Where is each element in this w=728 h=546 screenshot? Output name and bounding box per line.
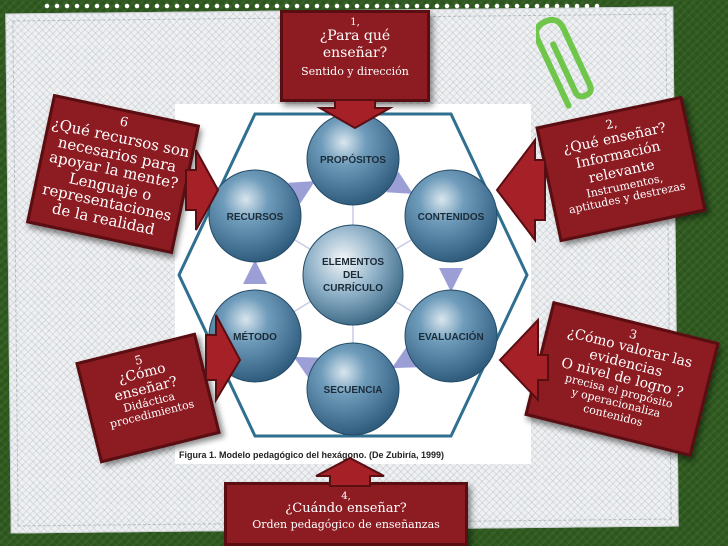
node-label: CONTENIDOS: [418, 212, 485, 223]
node-label: SECUENCIA: [324, 385, 383, 396]
callout-why-teach: 1, ¿Para qué enseñar? Sentido y direcció…: [280, 10, 430, 102]
callout-number: 1,: [350, 17, 360, 28]
callout-subtitle: Orden pedagógico de enseñanzas: [252, 518, 440, 532]
center-node-label: CURRÍCULO: [323, 281, 383, 294]
hexagon-outline: [177, 112, 529, 438]
node-circle: [306, 342, 400, 436]
callout-subtitle: Sentido y dirección: [301, 64, 409, 78]
cycle-arrow: [288, 181, 315, 204]
hexagon-diagram: PROPÓSITOS CONTENIDOS EVALUACIÓN SECUENCIA M…: [177, 112, 529, 438]
hexagon-figure: PROPÓSITOS CONTENIDOS EVALUACIÓN SECUENCIA M…: [175, 104, 531, 464]
figure-caption: Figura 1. Modelo pedagógico del hexágono…: [179, 450, 445, 460]
center-node-circle: [302, 224, 404, 326]
cycle-arrow: [386, 171, 413, 194]
dot-border: [42, 0, 602, 12]
node-label: EVALUACIÓN: [418, 330, 483, 343]
cycle-arrow: [293, 356, 321, 379]
callout-question: ¿Para qué enseñar?: [319, 28, 391, 61]
callout-question: ¿Cuándo enseñar?: [285, 501, 407, 516]
node-label: MÉTODO: [233, 330, 277, 343]
callout-when-teach: 4, ¿Cuándo enseñar? Orden pedagógico de …: [224, 482, 468, 546]
cycle-arrow: [391, 346, 419, 369]
paperclip-icon: [536, 16, 594, 109]
node-label: RECURSOS: [227, 212, 284, 223]
callout-number: 4,: [341, 491, 351, 502]
node-label: PROPÓSITOS: [320, 153, 386, 166]
center-node-label: ELEMENTOS: [322, 257, 384, 268]
center-node-label: DEL: [343, 270, 363, 281]
node-circle: [404, 289, 498, 383]
